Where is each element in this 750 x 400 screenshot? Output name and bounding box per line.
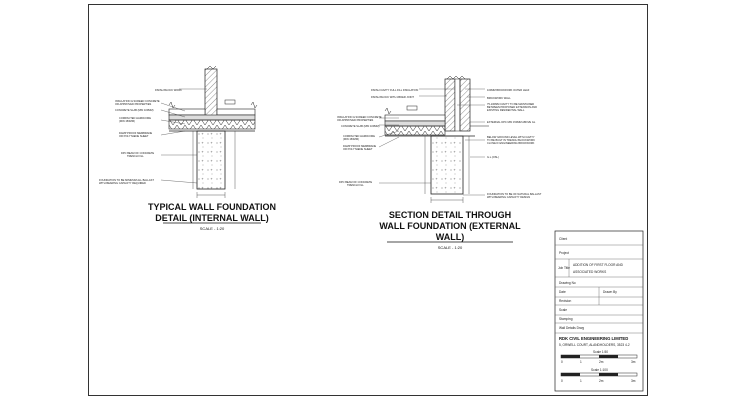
left-trench-fill [196,130,226,190]
left-screed-l [168,108,206,116]
right-title-2: WALL FOUNDATION (EXTERNAL [379,221,521,231]
right-label-l9: DPC BEAM OF CONCRETE [339,180,372,184]
left-screed-r [216,108,256,116]
tb-bar2-tick-3: 3m [631,379,636,383]
right-label-r6: BELOW GROUND LEVEL WITH CAVITY [487,135,535,139]
right-label-r10: FOUNDATION TO BE OF NATURAL BALLAST [487,192,542,196]
right-label-r11: WITH BEARING CAPACITY DESIGN [487,195,530,199]
tb-bar2-tick-1: 1 [580,379,582,383]
tb-scale-1: Scale 1:50 [593,350,608,354]
title-block: Client Project Job Title ADDITION OF FIR… [554,230,644,392]
cad-drawing: FINISH BLOCK WORK INSULATION & SCREED CO… [99,65,644,392]
tb-date-label: Date [559,290,566,294]
tb-company-address: 5, ORWELL COURT, ALANDHOLDERS, 3523 4-2 [559,343,630,347]
right-label-l2: INSULATION & SCREED CONCRETE [337,115,382,119]
left-label-4: COMPACTED HARDCORE [119,116,151,120]
tb-revision-label: Revision [559,299,571,303]
tb-bar2-tick-2: 2m [599,379,604,383]
right-label-l3: OR APPROVED PROPERTIES [337,118,374,122]
tb-bar1-tick-0: 0 [561,360,563,364]
tb-drawing-no-label: Drawing No [559,281,576,285]
left-label-10: FOUNDATION TO BE MINIMUM ALL BALLAST [99,178,154,182]
right-label-r5: EXTERNAL DPC MIN 150MM ABOVE GL [487,120,536,124]
right-title-1: SECTION DETAIL THROUGH [389,210,511,220]
tb-drawn-by-label: Drawn By [603,290,617,294]
right-label-l1: FINISH BLOCK WITH WIDER JOINT [371,95,414,99]
right-title-3: WALL) [436,232,465,242]
tb-scale-label: Scale [559,308,567,312]
left-scale: SCALE - 1:20 [200,226,225,231]
right-label-l4: CONCRETE SLAB (MIN 100MM) [341,124,380,128]
right-label-r7: TO BE BUILT IN TRENCH BLOCKWORK [487,138,535,142]
left-slab [168,114,256,121]
right-label-l8: OR POLYTHENE SHEET [343,147,373,151]
left-hardcore [168,119,256,130]
right-label-r9: G.L.(OSL) [487,155,499,159]
right-label-r0: 100MM BRICKWORK OUTER LEAF [487,88,530,92]
tb-bar1-tick-1: 1 [580,360,582,364]
tb-scale-2: Scale 1:100 [591,368,608,372]
tb-company-name: RDK CIVIL ENGINEERING LIMITED [559,336,628,341]
tb-client-label: Client [559,237,567,241]
tb-job-title-2: ASSOCIATED WORKS [573,270,606,274]
right-label-r4: EXISTING RESIDENTIAL WALL [487,108,525,112]
left-wall-block [204,68,218,118]
tb-job-title-1: ADDITION OF FIRST FLOOR AND [573,263,624,267]
tb-stamping-label: Stamping [559,317,573,321]
right-trench-fill [430,135,464,195]
left-foundation-detail: FINISH BLOCK WORK INSULATION & SCREED CO… [99,65,276,231]
right-label-l5: COMPACTED HARDCORE [343,134,375,138]
left-label-8: DPC BEAM OF CONCRETE [121,151,154,155]
right-label-l7: DAMP PROOF MEMBRANE [343,144,376,148]
left-label-9: TRENCH FILL [127,154,144,158]
left-title-2: DETAIL (INTERNAL WALL) [155,213,269,223]
tb-bar1-tick-3: 3m [631,360,636,364]
left-label-3: CONCRETE SLAB (MIN 100MM) [115,108,154,112]
right-scale: SCALE - 1:20 [438,245,463,250]
right-slab [384,120,446,127]
right-label-r2: 75-100MM CAVITY TO BE MAINTAINED [487,102,534,106]
right-label-r3: BETWEEN PROPOSED EXTENSION AND [487,105,537,109]
tb-stamping-value: Wall Details Drwg [559,326,584,330]
left-label-7: OR POLYTHENE SHEET [119,134,149,138]
left-label-11: WITH BEARING CAPACITY REQUIRED [99,181,146,185]
right-label-r8: CLOSE IF ENGINEERING BRICKWORK [487,141,535,145]
right-label-l10: TRENCH FILL [347,183,364,187]
right-label-l0: FINISH CAVITY FULL FILL INSULATION [371,88,418,92]
left-label-1: INSULATION & SCREED CONCRETE [115,99,160,103]
tb-bar1-tick-2: 2m [599,360,604,364]
drawing-sheet: FINISH BLOCK WORK INSULATION & SCREED CO… [88,4,648,396]
right-foundation-detail: FINISH CAVITY FULL FILL INSULATION FINIS… [337,75,542,250]
tb-project-label: Project [559,251,569,255]
left-label-6: DAMP PROOF MEMBRANE [119,131,152,135]
right-label-r1: BRICKWORK WALL [487,96,511,100]
left-label-5: (MIN 150MM) [119,119,135,123]
left-label-0: FINISH BLOCK WORK [155,88,182,92]
right-inner-leaf [444,78,456,132]
tb-bar2-tick-0: 0 [561,379,563,383]
tb-job-title-label: Job Title [558,266,570,270]
left-title-1: TYPICAL WALL FOUNDATION [148,202,276,212]
right-label-l6: (MIN 150MM) [343,137,359,141]
right-hardcore [384,125,446,136]
left-label-2: OR APPROVED PROPERTIES [115,102,152,106]
